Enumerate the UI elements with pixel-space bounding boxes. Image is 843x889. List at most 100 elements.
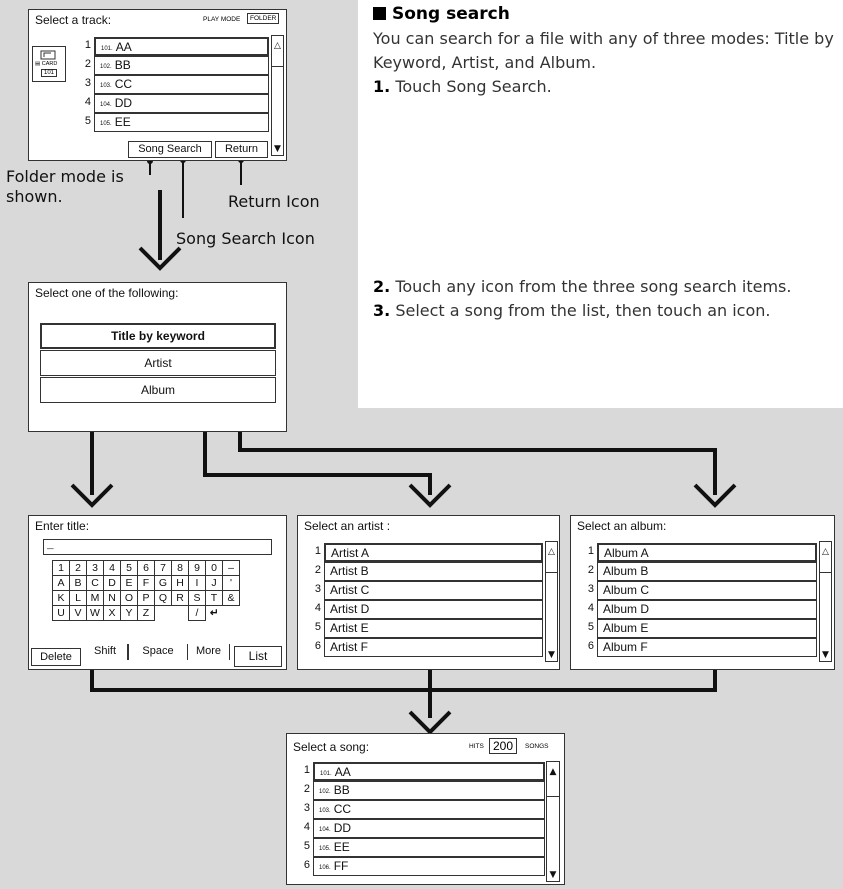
more-button[interactable]: More xyxy=(188,644,230,660)
track-scrollbar[interactable]: △ ▼ xyxy=(271,35,284,156)
artist-row[interactable]: Artist C xyxy=(324,581,543,600)
artist-row[interactable]: Artist E xyxy=(324,619,543,638)
key[interactable]: N xyxy=(103,590,121,606)
key[interactable]: M xyxy=(86,590,104,606)
key[interactable]: 9 xyxy=(188,560,206,576)
track-row[interactable]: 101.AA xyxy=(94,37,269,56)
key[interactable]: 8 xyxy=(171,560,189,576)
list-button[interactable]: List xyxy=(234,646,282,667)
key[interactable]: I xyxy=(188,575,206,591)
row-number: 1 xyxy=(587,545,594,557)
folder-up-icon[interactable] xyxy=(33,49,63,61)
key[interactable]: A xyxy=(52,575,70,591)
key[interactable]: B xyxy=(69,575,87,591)
scroll-down-icon[interactable]: ▼ xyxy=(549,870,557,880)
row-number: 1 xyxy=(314,545,321,557)
artist-row[interactable]: Artist D xyxy=(324,600,543,619)
key[interactable]: Z xyxy=(137,605,155,621)
song-search-button[interactable]: Song Search xyxy=(128,141,212,158)
key[interactable]: – xyxy=(222,560,240,576)
key[interactable]: V xyxy=(69,605,87,621)
album-row[interactable]: Album C xyxy=(597,581,817,600)
album-row[interactable]: Album F xyxy=(597,638,817,657)
return-button[interactable]: Return xyxy=(215,141,268,158)
key[interactable]: Y xyxy=(120,605,138,621)
key[interactable] xyxy=(172,606,189,621)
key[interactable]: W xyxy=(86,605,104,621)
title-input[interactable]: _ xyxy=(43,539,272,555)
scroll-down-icon[interactable]: ▼ xyxy=(548,650,555,660)
key[interactable]: X xyxy=(103,605,121,621)
key[interactable] xyxy=(155,606,172,621)
scroll-up-icon[interactable]: △ xyxy=(548,547,555,557)
title-by-keyword-button[interactable]: Title by keyword xyxy=(40,323,276,349)
artist-row[interactable]: Artist A xyxy=(324,543,543,562)
artist-button[interactable]: Artist xyxy=(40,350,276,376)
key[interactable]: ' xyxy=(222,575,240,591)
track-row[interactable]: 102.BB xyxy=(94,56,269,75)
key[interactable]: Q xyxy=(154,590,172,606)
key[interactable]: 7 xyxy=(154,560,172,576)
key[interactable]: F xyxy=(137,575,155,591)
artist-scrollbar[interactable]: △ ▼ xyxy=(545,541,558,662)
key[interactable]: D xyxy=(103,575,121,591)
step-2: 2. Touch any icon from the three song se… xyxy=(373,277,792,296)
artist-row[interactable]: Artist B xyxy=(324,562,543,581)
key[interactable]: 5 xyxy=(120,560,138,576)
album-button[interactable]: Album xyxy=(40,377,276,403)
key[interactable]: 2 xyxy=(69,560,87,576)
key[interactable]: / xyxy=(188,605,206,621)
key[interactable]: 0 xyxy=(205,560,223,576)
key[interactable]: 4 xyxy=(103,560,121,576)
key[interactable]: 6 xyxy=(137,560,155,576)
key[interactable]: O xyxy=(120,590,138,606)
song-row[interactable]: 105.EE xyxy=(313,838,545,857)
scroll-down-icon[interactable]: ▼ xyxy=(274,144,281,154)
artist-row[interactable]: Artist F xyxy=(324,638,543,657)
delete-button[interactable]: Delete xyxy=(31,648,81,666)
song-row[interactable]: 101.AA xyxy=(313,762,545,781)
enter-key[interactable]: ↵ xyxy=(209,607,219,620)
space-button[interactable]: Space xyxy=(128,644,188,660)
key[interactable]: C xyxy=(86,575,104,591)
key[interactable]: & xyxy=(222,590,240,606)
key[interactable]: E xyxy=(120,575,138,591)
album-row[interactable]: Album B xyxy=(597,562,817,581)
row-number: 4 xyxy=(587,602,594,614)
album-row[interactable]: Album E xyxy=(597,619,817,638)
album-row[interactable]: Album D xyxy=(597,600,817,619)
mode-screen: Select one of the following: Title by ke… xyxy=(28,282,287,432)
song-row[interactable]: 102.BB xyxy=(313,781,545,800)
album-row[interactable]: Album A xyxy=(597,543,817,562)
row-number: 5 xyxy=(303,840,310,852)
scroll-down-icon[interactable]: ▼ xyxy=(822,650,829,660)
key[interactable] xyxy=(223,606,240,621)
song-row[interactable]: 104.DD xyxy=(313,819,545,838)
track-row[interactable]: 105.EE xyxy=(94,113,269,132)
key[interactable]: 1 xyxy=(52,560,70,576)
row-label: AA xyxy=(115,40,132,54)
song-scrollbar[interactable]: ▲ ▼ xyxy=(546,761,560,882)
key[interactable]: P xyxy=(137,590,155,606)
song-row[interactable]: 103.CC xyxy=(313,800,545,819)
key[interactable]: G xyxy=(154,575,172,591)
key[interactable]: 3 xyxy=(86,560,104,576)
folder-nav-panel[interactable]: ▤ CARD 101 xyxy=(32,46,66,82)
song-row[interactable]: 106.FF xyxy=(313,857,545,876)
scroll-up-icon[interactable]: △ xyxy=(822,547,829,557)
key[interactable]: U xyxy=(52,605,70,621)
album-scrollbar[interactable]: △ ▼ xyxy=(819,541,832,662)
key[interactable]: H xyxy=(171,575,189,591)
track-row[interactable]: 104.DD xyxy=(94,94,269,113)
key[interactable]: L xyxy=(69,590,87,606)
scroll-up-icon[interactable]: ▲ xyxy=(549,767,557,777)
key[interactable]: T xyxy=(205,590,223,606)
track-row[interactable]: 103.CC xyxy=(94,75,269,94)
key[interactable]: J xyxy=(205,575,223,591)
scroll-up-icon[interactable]: △ xyxy=(274,41,281,51)
shift-button[interactable]: Shift xyxy=(83,644,128,660)
key[interactable]: R xyxy=(171,590,189,606)
key[interactable]: K xyxy=(52,590,70,606)
key[interactable]: S xyxy=(188,590,206,606)
